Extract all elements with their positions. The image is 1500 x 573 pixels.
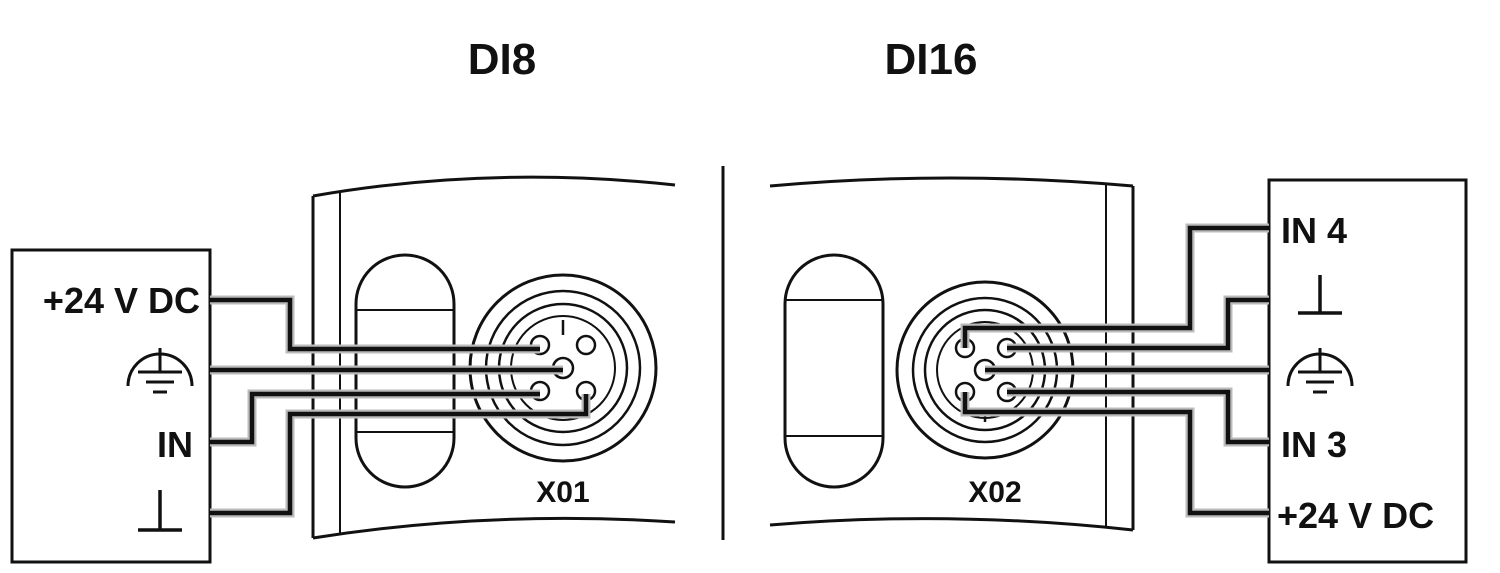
right-label-24vdc: +24 V DC bbox=[1277, 495, 1434, 536]
label-x02: X02 bbox=[968, 476, 1021, 509]
title-di8: DI8 bbox=[468, 35, 536, 84]
protective-earth-icon bbox=[126, 348, 194, 394]
ground-icon bbox=[138, 490, 182, 532]
left-device-box bbox=[10, 248, 212, 564]
title-di16: DI16 bbox=[885, 35, 978, 84]
right-wires bbox=[960, 223, 1269, 518]
left-module-housing bbox=[311, 175, 676, 540]
left-label-in: IN bbox=[157, 424, 193, 465]
label-x01: X01 bbox=[536, 476, 589, 509]
right-label-in4: IN 4 bbox=[1281, 210, 1347, 251]
left-wires bbox=[210, 295, 591, 518]
right-module-housing bbox=[769, 176, 1135, 532]
ground-icon bbox=[1298, 275, 1342, 315]
right-label-in3: IN 3 bbox=[1281, 424, 1347, 465]
protective-earth-icon bbox=[1286, 348, 1354, 394]
left-label-24vdc: +24 V DC bbox=[43, 280, 200, 321]
